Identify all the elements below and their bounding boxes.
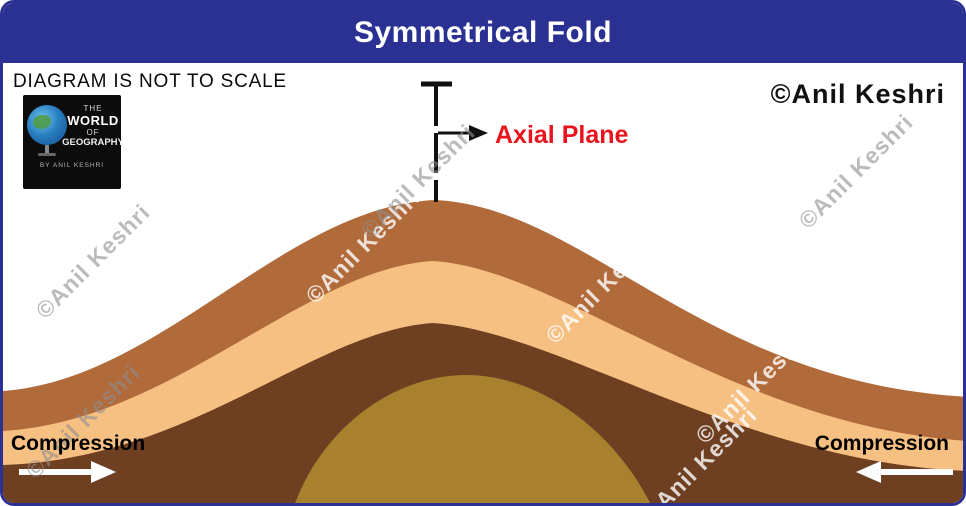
compression-arrow-left-head [91,461,116,483]
globe-icon [25,99,69,156]
page-title: Symmetrical Fold [353,16,613,49]
fold-core [295,375,650,503]
logo-line3: OF [86,128,100,137]
logo: THE WORLD OF GEOGRAPHY BY ANIL KESHRI [23,95,124,189]
compression-label-right: Compression [814,432,949,455]
fold-diagram [3,81,963,503]
axial-plane-label: Axial Plane [495,121,629,149]
logo-text: THE WORLD OF GEOGRAPHY [62,99,124,156]
credit-text: ©Anil Keshri [770,79,945,109]
logo-byline: BY ANIL KESHRI [39,162,105,169]
axial-plane-pointer-head [469,125,488,141]
compression-arrow-right-head [856,461,881,483]
logo-line4: GEOGRAPHY [62,137,124,148]
compression-label-left: Compression [11,432,146,455]
disclaimer-text: DIAGRAM IS NOT TO SCALE [13,71,287,92]
logo-line1: THE [83,104,103,113]
title-bar: Symmetrical Fold [3,3,963,63]
logo-line2: WORLD [67,113,119,128]
